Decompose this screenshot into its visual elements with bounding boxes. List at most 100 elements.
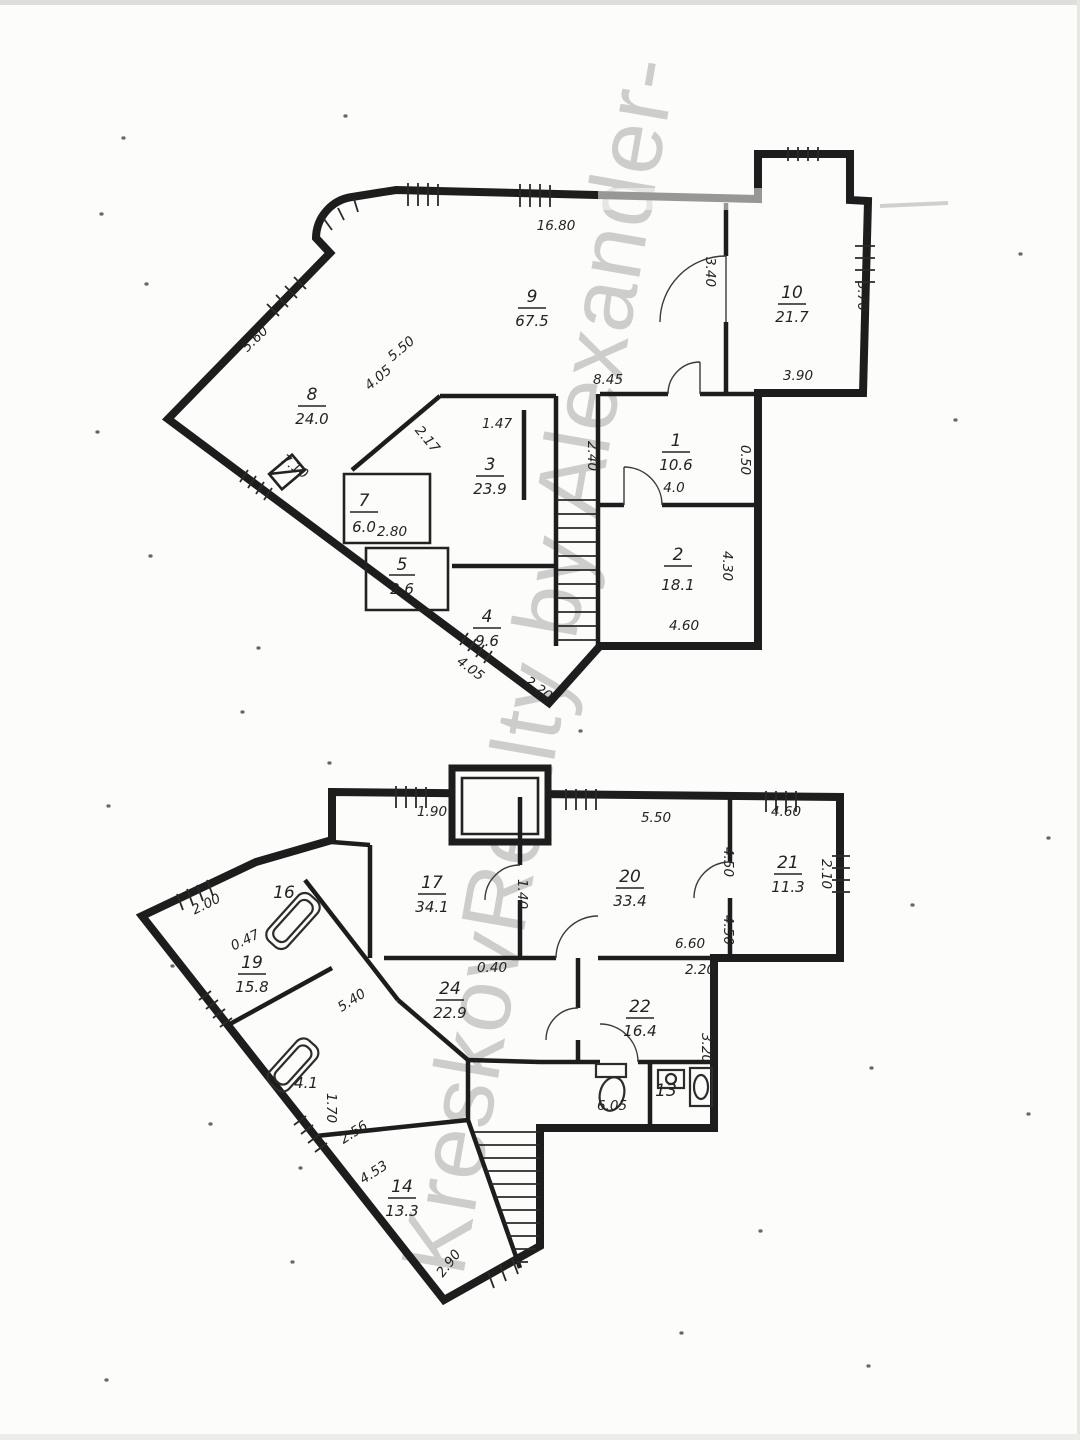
room-area: 9.6 (475, 632, 499, 650)
dimension-label: 1.40 (514, 879, 530, 909)
toilet-tank (594, 1062, 628, 1079)
upper-room-labels: 9 67.5 10 21.7 8 24.0 3 23.9 (295, 283, 809, 650)
room-label-bath: 4.1 (294, 1074, 318, 1092)
scan-edge-bottom (0, 1434, 1080, 1440)
room-label-8: 8 24.0 (295, 385, 328, 428)
upper-outer-walls (161, 150, 873, 709)
room-number: 1 (671, 431, 682, 451)
dimension-label: 5.60 (239, 323, 272, 355)
room-label-7: 7 6.0 (350, 491, 378, 536)
room-number: 17 (421, 873, 443, 893)
room-area: 2.6 (390, 580, 414, 598)
lower-fixtures (265, 891, 714, 1112)
dimension-label: 3.90 (783, 368, 813, 384)
room-number: 2 (673, 545, 684, 565)
dimension-label: 1.70 (323, 1093, 339, 1123)
scan-speckles (95, 114, 1051, 1382)
dimension-label: 5.50 (641, 810, 671, 826)
lower-floor-plan: 17 34.1 20 33.4 21 11.3 19 15.8 (135, 764, 850, 1306)
room-number: 9 (527, 287, 538, 307)
dimension-label: 2.90 (433, 1247, 464, 1281)
room-area: 18.1 (661, 576, 694, 594)
room-number: 10 (781, 283, 803, 303)
room-label-1: 1 10.6 (659, 431, 692, 474)
dimension-label: 2.10 (818, 859, 834, 889)
room-label-13: 13 (655, 1081, 677, 1101)
dimension-label: 3.40 (702, 257, 718, 287)
room-area: 23.9 (473, 480, 506, 498)
room-area: 16.4 (623, 1022, 656, 1040)
dimension-label: 1.90 (417, 804, 447, 820)
bathtub-upper (265, 891, 321, 951)
dimension-label: 5.40 (335, 986, 369, 1016)
boiler (688, 1066, 714, 1108)
room-area: 22.9 (433, 1004, 466, 1022)
lower-door-arcs (484, 861, 731, 1063)
dimension-label: 6.60 (675, 936, 705, 952)
room-label-14: 14 13.3 (385, 1177, 418, 1220)
upper-stair-steps (557, 499, 597, 641)
room-label-10: 10 21.7 (775, 283, 809, 326)
room-label-22: 22 16.4 (623, 997, 656, 1040)
dimension-label: 4.30 (719, 551, 735, 581)
dimension-label: 2.40 (584, 441, 600, 471)
room-area: 33.4 (613, 892, 646, 910)
dimension-label: 0.50 (737, 445, 753, 475)
room-number: 8 (307, 385, 318, 405)
room-number: 21 (777, 853, 799, 873)
room-number: 14 (391, 1177, 413, 1197)
room-number: 4 (482, 607, 493, 627)
dimension-label: 3.20 (698, 1033, 714, 1063)
room-label-17: 17 34.1 (415, 873, 448, 916)
bathtub-upper-inner (272, 898, 314, 944)
bathtub-lower (266, 1037, 320, 1093)
scan-edge-top (0, 0, 1080, 5)
lower-outer-walls (135, 787, 844, 1306)
dimension-label: 2.17 (411, 423, 443, 457)
room-area: 6.0 (352, 518, 376, 536)
room-label-2: 2 18.1 (661, 545, 694, 594)
room-label-4: 4 9.6 (473, 607, 501, 650)
room-label-16: 16 (273, 883, 295, 903)
lower-window-ticks (176, 786, 850, 1289)
dimension-label: 4.50 (720, 915, 736, 945)
dimension-label: 5.70 (854, 281, 870, 311)
flue-box (267, 452, 307, 492)
lower-interior-walls (228, 797, 733, 1269)
room-label-24: 24 22.9 (433, 979, 466, 1022)
dimension-label: 0.40 (477, 960, 507, 976)
scan-fade-patch (598, 188, 763, 210)
scan-edge-right (1077, 0, 1080, 1440)
upper-room5-walls (364, 546, 450, 612)
room-number: 3 (485, 455, 496, 475)
room-number: 7 (359, 491, 370, 511)
room-number: 19 (241, 953, 263, 973)
dimension-label: 2.20 (685, 962, 715, 978)
room-area: 13.3 (385, 1202, 418, 1220)
upper-interior-walls (350, 203, 758, 646)
dimension-label: 6.05 (597, 1098, 627, 1114)
balcony-outer (448, 764, 552, 846)
boiler-basin (692, 1073, 710, 1101)
dimension-label: 4.60 (771, 804, 801, 820)
sink-drain (664, 1072, 678, 1086)
upper-door-arcs (623, 255, 727, 506)
room-label-3: 3 23.9 (473, 455, 506, 498)
dimension-label: 5.50 (385, 333, 418, 365)
bathtub-lower-inner (273, 1044, 313, 1086)
sink (656, 1068, 686, 1090)
dimension-label: 8.45 (593, 372, 623, 388)
dimension-label: 4.05 (362, 362, 395, 394)
room-area: 67.5 (515, 312, 548, 330)
room-label-9: 9 67.5 (515, 287, 548, 330)
dimension-label: 4.50 (720, 847, 736, 877)
lower-stair-steps (474, 1131, 540, 1263)
room-area: 24.0 (295, 410, 328, 428)
upper-floor-plan: 9 67.5 10 21.7 8 24.0 3 23.9 (161, 147, 875, 709)
room-label-21: 21 11.3 (771, 853, 804, 896)
lower-dimension-labels: 1.90 5.50 4.60 4.50 4.50 2.10 6.60 2.20 … (189, 804, 834, 1280)
room-area: 21.7 (775, 308, 809, 326)
dimension-label: 4.0 (663, 480, 684, 496)
